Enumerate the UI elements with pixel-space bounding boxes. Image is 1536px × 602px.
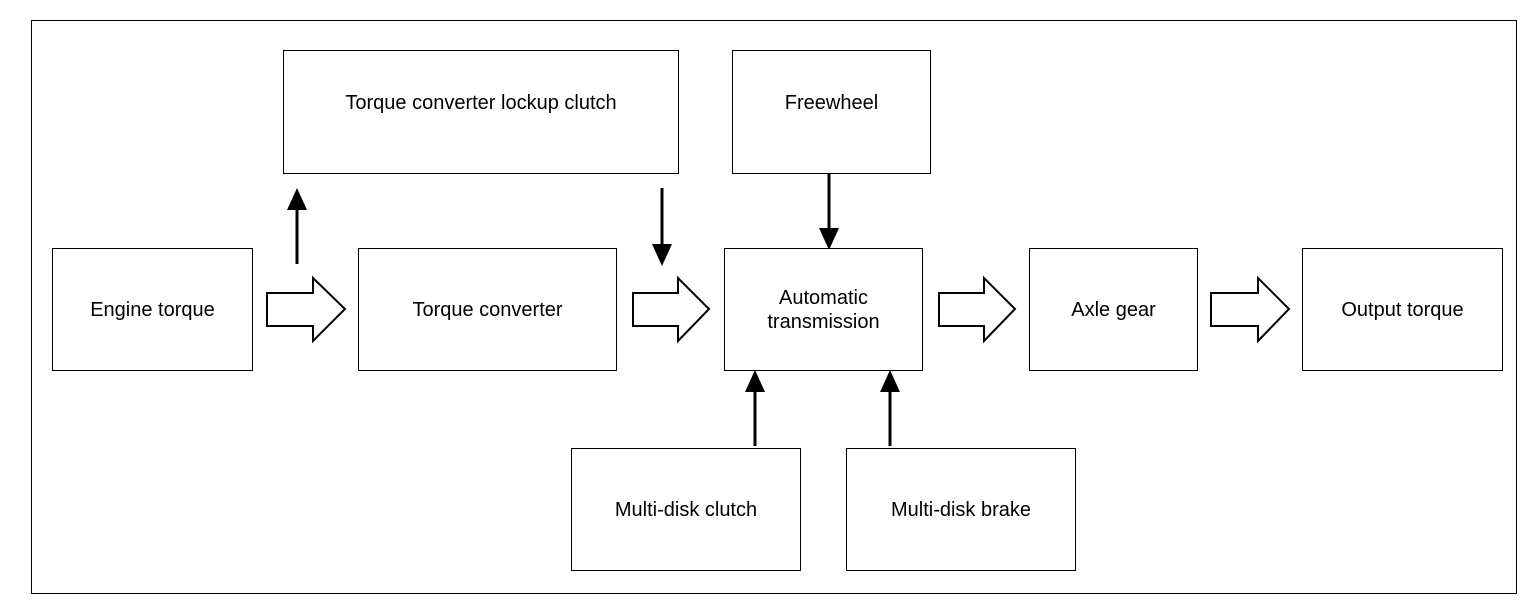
arrow-engine-to-converter — [266, 275, 347, 344]
arrow-axle-to-output — [1210, 275, 1291, 344]
engine-torque-label: Engine torque — [90, 298, 215, 321]
multi-disk-brake-label: Multi-disk brake — [890, 498, 1032, 521]
engine-torque-box: Engine torque — [52, 248, 253, 371]
arrow-lockup-to-transmission — [652, 188, 672, 266]
arrow-transmission-to-axle — [938, 275, 1017, 344]
torque-converter-box: Torque converter — [358, 248, 617, 371]
freewheel-label: Freewheel — [784, 92, 879, 114]
output-torque-label: Output torque — [1341, 298, 1464, 321]
axle-gear-label: Axle gear — [1071, 298, 1156, 321]
multi-disk-clutch-box: Multi-disk clutch — [571, 448, 801, 571]
multi-disk-brake-box: Multi-disk brake — [846, 448, 1076, 571]
arrow-freewheel-to-transmission — [819, 174, 839, 250]
automatic-transmission-label: Automatic transmission — [767, 286, 880, 333]
lockup-clutch-box: Torque converter lockup clutch — [283, 50, 679, 174]
multi-disk-clutch-label: Multi-disk clutch — [614, 498, 758, 521]
arrow-clutch-to-transmission — [745, 370, 765, 446]
automatic-transmission-box: Automatic transmission — [724, 248, 923, 371]
arrow-brake-to-transmission — [880, 370, 900, 446]
freewheel-box: Freewheel — [732, 50, 931, 174]
diagram-frame — [31, 20, 1517, 594]
axle-gear-box: Axle gear — [1029, 248, 1198, 371]
arrow-converter-to-transmission — [632, 275, 711, 344]
lockup-clutch-label: Torque converter lockup clutch — [345, 92, 617, 114]
torque-converter-label: Torque converter — [412, 298, 563, 321]
arrow-engine-to-lockup — [287, 188, 307, 264]
output-torque-box: Output torque — [1302, 248, 1503, 371]
